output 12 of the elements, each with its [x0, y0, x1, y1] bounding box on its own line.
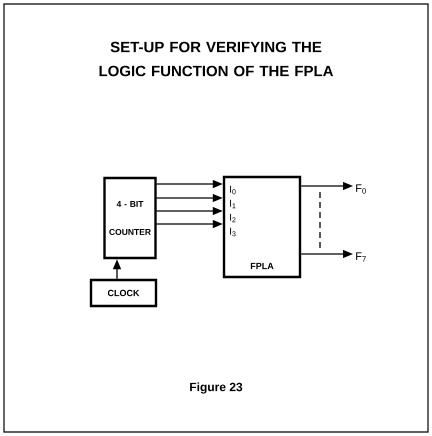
pin-label: I$_{3}$ — [230, 228, 236, 236]
output-label: F$_{0}$ — [356, 184, 366, 194]
counter-box: 4 - BIT COUNTER — [103, 176, 157, 260]
fpla-box — [222, 176, 302, 278]
pin-label: I$_{0}$ — [230, 186, 236, 194]
pin-label: I$_{2}$ — [230, 214, 236, 222]
box-label: FPLA — [250, 262, 274, 270]
output-label: F$_{7}$ — [356, 252, 366, 262]
caption: Figure 23 — [190, 382, 242, 394]
clock-box: CLOCK — [90, 278, 158, 308]
title: SET-UP FOR VERIFYING THE LOGIC FUNCTION OF THE FPLA — [100, 42, 334, 76]
pin-label: I$_{1}$ — [230, 200, 236, 208]
